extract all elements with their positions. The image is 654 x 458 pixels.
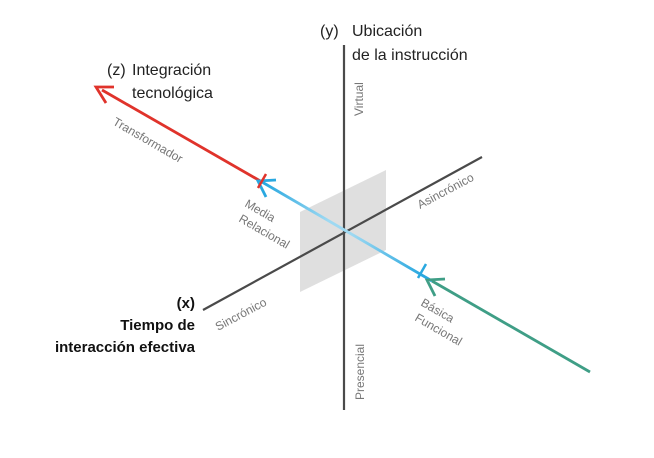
z-axis-title-line2: tecnológica <box>132 85 213 102</box>
z-axis-red-segment <box>101 88 263 184</box>
z-axis-title-line1: Integración <box>132 62 211 79</box>
x-axis-line <box>202 156 483 311</box>
y-axis-top-label: Virtual <box>352 82 366 116</box>
z-axis-green-arrowhead <box>424 277 446 297</box>
y-axis-title-line1: Ubicación <box>352 23 422 40</box>
y-axis-bottom-label: Presencial <box>353 344 367 400</box>
z-axis-red-arrowhead <box>93 85 114 104</box>
z-axis-marker: (z) <box>107 62 126 79</box>
y-axis-title-line2: de la instrucción <box>352 47 468 64</box>
z-level-transformador: Transformador <box>111 114 186 165</box>
x-axis-title-line2: interacción efectiva <box>55 339 196 356</box>
x-axis-marker: (x) <box>177 295 195 312</box>
z-axis-blue-segment <box>261 180 433 283</box>
z-axis-blue-tick <box>416 263 428 279</box>
z-axis-green-segment <box>431 279 591 374</box>
z-axis-red-tick <box>256 173 268 189</box>
y-axis-marker: (y) <box>320 23 339 40</box>
z-axis-blue-arrowhead <box>255 178 277 198</box>
x-axis-title-line1: Tiempo de <box>120 317 195 334</box>
